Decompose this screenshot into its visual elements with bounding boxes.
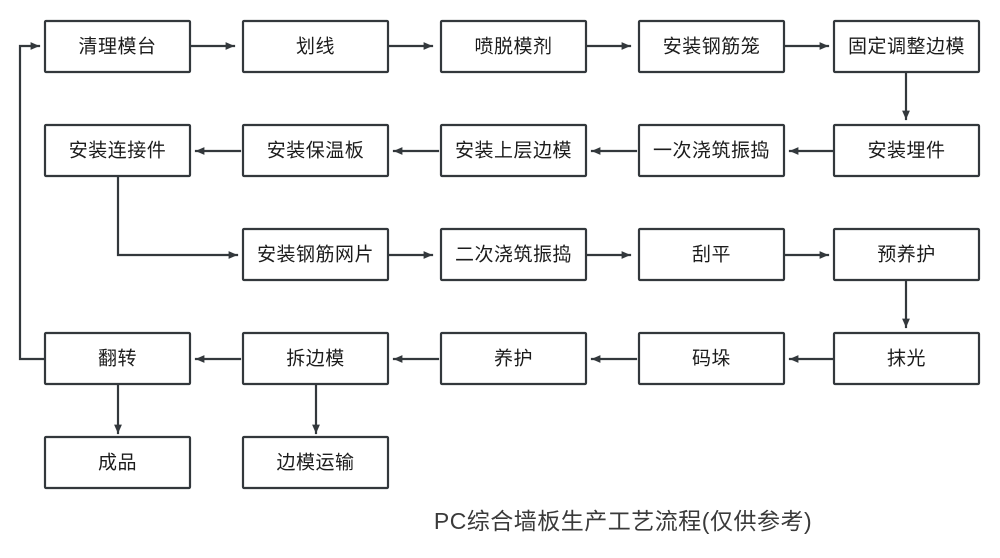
node-rect[interactable] [43,123,192,178]
node-rect[interactable] [241,331,390,386]
node-label: 一次浇筑振捣 [653,140,770,162]
node-label: 拆边模 [286,348,345,370]
node-label: 抹光 [887,348,926,370]
node-rect[interactable] [832,227,981,282]
node-yanghu[interactable]: 养护 [439,331,588,386]
node-huaxian[interactable]: 划线 [241,19,390,74]
node-label: 翻转 [98,348,137,370]
node-label: 安装埋件 [867,140,945,162]
node-yuyanghu[interactable]: 预养护 [832,227,981,282]
node-maduo[interactable]: 码垛 [637,331,786,386]
node-label: 安装上层边模 [455,140,572,162]
node-pentuomoji[interactable]: 喷脱模剂 [439,19,588,74]
node-label: 喷脱模剂 [474,36,552,58]
node-fanzhuan[interactable]: 翻转 [43,331,192,386]
node-rect[interactable] [439,19,588,74]
node-ercijiaozhuzhendao[interactable]: 二次浇筑振捣 [439,227,588,282]
node-rect[interactable] [832,331,981,386]
node-label: 固定调整边模 [848,36,965,58]
node-rect[interactable] [439,331,588,386]
node-label: 清理模台 [78,36,156,58]
node-label: 刮平 [692,244,731,266]
nodes-layer: 清理模台 划线 喷脱模剂 安装钢筋笼 固定调整边模 安装埋件 [43,19,981,490]
node-qinglimotai[interactable]: 清理模台 [43,19,192,74]
node-label: 二次浇筑振捣 [455,244,572,266]
node-rect[interactable] [637,227,786,282]
node-rect[interactable] [637,331,786,386]
node-rect[interactable] [43,435,192,490]
node-anzhuanggangjinlong[interactable]: 安装钢筋笼 [637,19,786,74]
node-rect[interactable] [637,123,786,178]
node-rect[interactable] [241,435,390,490]
node-anzhuangmaijian[interactable]: 安装埋件 [832,123,981,178]
node-rect[interactable] [439,227,588,282]
node-anzhuangbaowenban[interactable]: 安装保温板 [241,123,390,178]
node-label: 养护 [494,348,533,370]
edge-n10-n11 [116,175,239,259]
node-anzhuanggangjinwangpian[interactable]: 安装钢筋网片 [241,227,390,282]
node-label: 安装钢筋网片 [257,244,374,266]
node-rect[interactable] [637,19,786,74]
node-chaibianmo[interactable]: 拆边模 [241,331,390,386]
edge-n19-n1-feedback [18,42,47,361]
node-label: 安装钢筋笼 [663,36,761,58]
node-anzhuanglianjiejian[interactable]: 安装连接件 [43,123,192,178]
node-rect[interactable] [832,123,981,178]
node-label: 成品 [98,452,137,474]
node-guaping[interactable]: 刮平 [637,227,786,282]
node-yicijiaozhuzhendao[interactable]: 一次浇筑振捣 [637,123,786,178]
node-label: 划线 [296,36,335,58]
node-label: 安装保温板 [267,140,365,162]
node-rect[interactable] [832,19,981,74]
node-gudingtiaozhengbianmo[interactable]: 固定调整边模 [832,19,981,74]
node-rect[interactable] [241,19,390,74]
node-label: 预养护 [877,244,936,266]
node-rect[interactable] [43,19,192,74]
connectors-layer [18,42,910,435]
node-label: 安装连接件 [69,140,167,162]
node-moguang[interactable]: 抹光 [832,331,981,386]
node-rect[interactable] [241,123,390,178]
node-label: 码垛 [692,348,731,370]
node-rect[interactable] [241,227,390,282]
node-anzhuangshangcengbianmo[interactable]: 安装上层边模 [439,123,588,178]
node-bianmoyunshu[interactable]: 边模运输 [241,435,390,490]
diagram-caption: PC综合墙板生产工艺流程(仅供参考) [434,508,812,534]
node-chengpin[interactable]: 成品 [43,435,192,490]
node-rect[interactable] [439,123,588,178]
node-label: 边模运输 [276,452,354,474]
node-rect[interactable] [43,331,192,386]
